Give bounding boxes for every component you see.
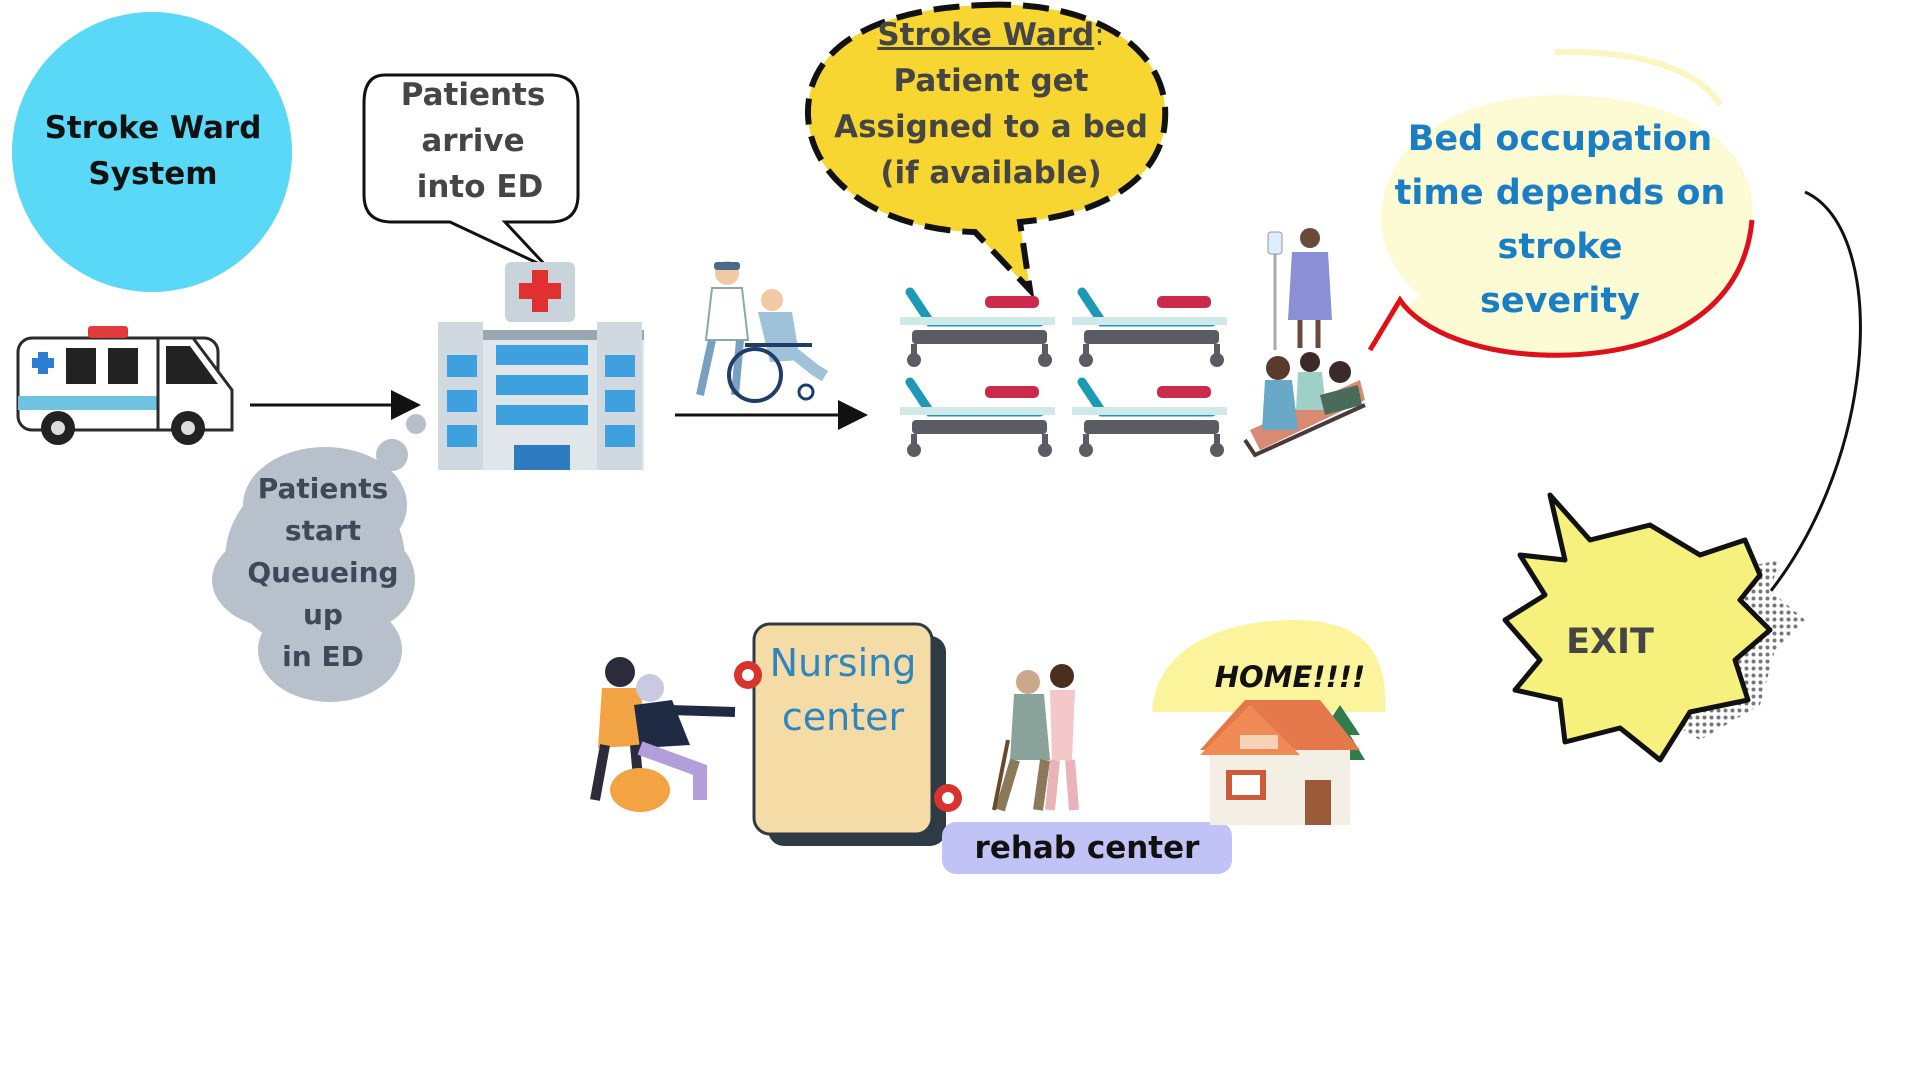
walking-assist-icon [992, 664, 1079, 812]
nursing-card [734, 622, 962, 846]
queue-line-4: up [303, 598, 343, 631]
queue-thought-cloud [212, 414, 426, 702]
exit-burst-icon [1502, 492, 1805, 763]
ward-line-3: (if available) [880, 155, 1102, 191]
hospital-icon [438, 262, 644, 470]
occupation-speech-bubble [1370, 95, 1753, 356]
system-title: Stroke Ward System [22, 105, 284, 197]
queue-line-3: Queueing [247, 556, 399, 589]
occupation-line-4: severity [1480, 281, 1640, 321]
ward-heading-colon: : [1094, 17, 1105, 53]
nursing-line-2: center [781, 695, 905, 739]
bed-icon [900, 287, 1227, 457]
ward-speech-bubble [804, 1, 1169, 299]
occupation-text: Bed occupation time depends on stroke se… [1390, 112, 1730, 328]
exam-patient-icon [1243, 352, 1366, 458]
queue-text: Patients start Queueing up in ED [228, 468, 418, 678]
ward-heading: Stroke Ward [877, 17, 1095, 53]
ward-heading-line: Stroke Ward: [826, 12, 1156, 58]
arrival-text: Patients arrive into ED [368, 72, 578, 210]
rehab-bar [942, 822, 1232, 874]
occupation-line-3: stroke [1497, 227, 1623, 267]
title-circle [12, 12, 292, 292]
occupation-bubble-underline [1367, 219, 1755, 358]
house-icon [1200, 700, 1365, 825]
occupation-bubble-sheen [1554, 48, 1723, 107]
queue-line-2: start [284, 514, 362, 547]
occupation-line-1: Bed occupation [1407, 119, 1713, 159]
rehab-label: rehab center [974, 830, 1200, 866]
queue-line-5: in ED [282, 640, 364, 673]
system-title-line-2: System [88, 156, 218, 192]
home-label: HOME!!!! [1214, 660, 1366, 694]
iv-patient-icon [1267, 228, 1332, 350]
arrival-line-1: Patients [400, 77, 546, 113]
ward-line-2: Assigned to a bed [834, 109, 1148, 145]
arrival-speech-bubble [362, 73, 580, 270]
occupation-line-2: time depends on [1394, 173, 1726, 213]
exit-label: EXIT [1566, 622, 1654, 662]
ward-line-1: Patient get [893, 63, 1089, 99]
wheelchair-icon [696, 261, 829, 403]
arrow-to-exit [1751, 190, 1862, 615]
system-title-line-1: Stroke Ward [44, 110, 262, 146]
ambulance-icon [16, 326, 234, 445]
queue-line-1: Patients [257, 472, 389, 505]
home-speech-bubble [1152, 620, 1385, 712]
ward-text: Stroke Ward: Patient get Assigned to a b… [826, 12, 1156, 196]
nursing-text: Nursing center [754, 636, 932, 744]
arrival-line-2: arrive [421, 123, 525, 159]
nursing-line-1: Nursing [769, 641, 917, 685]
arrival-line-3: into ED [416, 169, 544, 205]
therapy-icon [590, 657, 736, 812]
